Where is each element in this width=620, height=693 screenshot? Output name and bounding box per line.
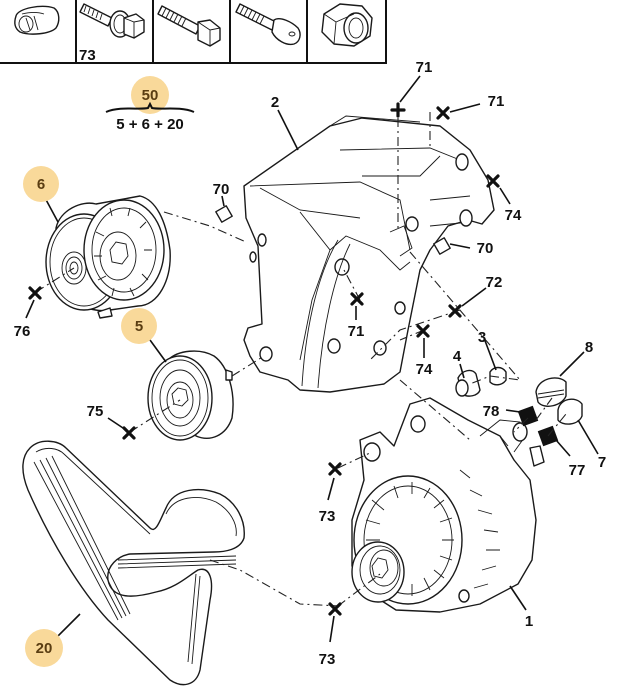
- cross-marker-71c: [350, 292, 364, 306]
- nut-part-78: [517, 405, 539, 427]
- callout-labels: 2 71 71 74 70 70 72 71 74 3 4 8 78 77 7 …: [14, 59, 607, 668]
- callout-6: 6: [37, 176, 45, 193]
- callout-highlight-5: [121, 308, 157, 344]
- bolt-with-washer-icon: [79, 3, 145, 39]
- socket-head-screw-icon: [235, 3, 301, 46]
- dowel-part-70a: [215, 205, 233, 223]
- callout-1: 1: [525, 613, 533, 630]
- callout-77: 77: [569, 462, 586, 479]
- callout-72: 72: [486, 274, 503, 291]
- cross-marker-76: [28, 286, 42, 300]
- kit-group: 50 5 + 6 + 20: [105, 76, 195, 133]
- alternator-bracket: [243, 115, 495, 393]
- accessory-belt: [22, 440, 245, 686]
- kit-brace: [105, 101, 195, 113]
- cap-part-7: [557, 398, 583, 425]
- kit-ref-label: 50: [142, 87, 159, 104]
- callout-71: 71: [488, 93, 505, 110]
- callout-75: 75: [87, 403, 104, 420]
- tensioner-pulley: [45, 195, 171, 319]
- cross-marker-73a: [328, 462, 342, 476]
- callout-76: 76: [14, 323, 31, 340]
- callout-20: 20: [36, 640, 53, 657]
- cross-marker-73b: [328, 602, 342, 616]
- idler-pulley: [147, 350, 234, 441]
- callout-74: 74: [505, 207, 522, 224]
- callout-2: 2: [271, 94, 279, 111]
- hex-bolt-icon: [157, 5, 221, 47]
- callout-highlight-20: [25, 629, 63, 667]
- callout-8: 8: [585, 339, 593, 356]
- fastener-table: 73: [0, 0, 387, 64]
- cross-marker-74a: [486, 174, 500, 188]
- sleeve-bushing-icon: [14, 5, 60, 35]
- callout-4: 4: [453, 348, 462, 365]
- callout-74: 74: [416, 361, 433, 378]
- callout-5: 5: [135, 318, 143, 335]
- kit-highlight: [131, 76, 169, 114]
- callout-78: 78: [483, 403, 500, 420]
- callout-73: 73: [319, 508, 336, 525]
- callout-73: 73: [319, 651, 336, 668]
- cross-marker-72: [448, 304, 462, 318]
- kit-composition: 5 + 6 + 20: [116, 116, 184, 133]
- callout-7: 7: [598, 454, 606, 471]
- assembly-lines: [35, 112, 567, 607]
- callout-highlight-6: [23, 166, 59, 202]
- alternator: [351, 397, 545, 613]
- fastener-ref-label: 73: [79, 47, 96, 64]
- fastener-markers: [28, 102, 500, 616]
- plus-marker-71a: [390, 102, 406, 118]
- cross-marker-71b: [436, 106, 450, 120]
- lock-nut-icon: [321, 3, 373, 47]
- callout-70: 70: [213, 181, 230, 198]
- callout-3: 3: [478, 329, 486, 346]
- cross-marker-74b: [416, 324, 430, 338]
- callout-71: 71: [416, 59, 433, 76]
- dowel-part-70b: [433, 237, 451, 255]
- callout-71: 71: [348, 323, 365, 340]
- callout-70: 70: [477, 240, 494, 257]
